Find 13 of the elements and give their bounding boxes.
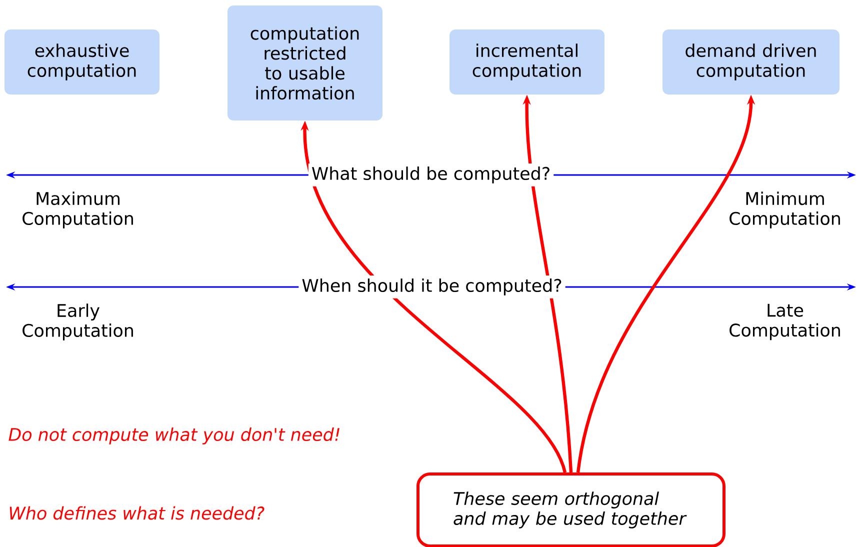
concept-box: incremental computation <box>450 30 604 94</box>
scale-end-label: Minimum Computation <box>730 192 840 228</box>
concept-box: exhaustive computation <box>4 30 160 94</box>
note-box: These seem orthogonal and may be used together <box>416 472 726 547</box>
scale-end-label: Late Computation <box>730 304 840 340</box>
question-label: When should it be computed? <box>298 276 566 298</box>
note-text: Do not compute what you don't need! <box>8 428 340 444</box>
concept-box: computation restricted to usable information <box>228 6 382 120</box>
note-text: Who defines what is needed? <box>10 506 264 520</box>
question-label: What should be computed? <box>308 164 554 186</box>
scale-end-label: Early Computation <box>22 304 133 340</box>
scale-end-label: Maximum Computation <box>22 192 133 228</box>
concept-box: demand driven computation <box>662 30 840 94</box>
